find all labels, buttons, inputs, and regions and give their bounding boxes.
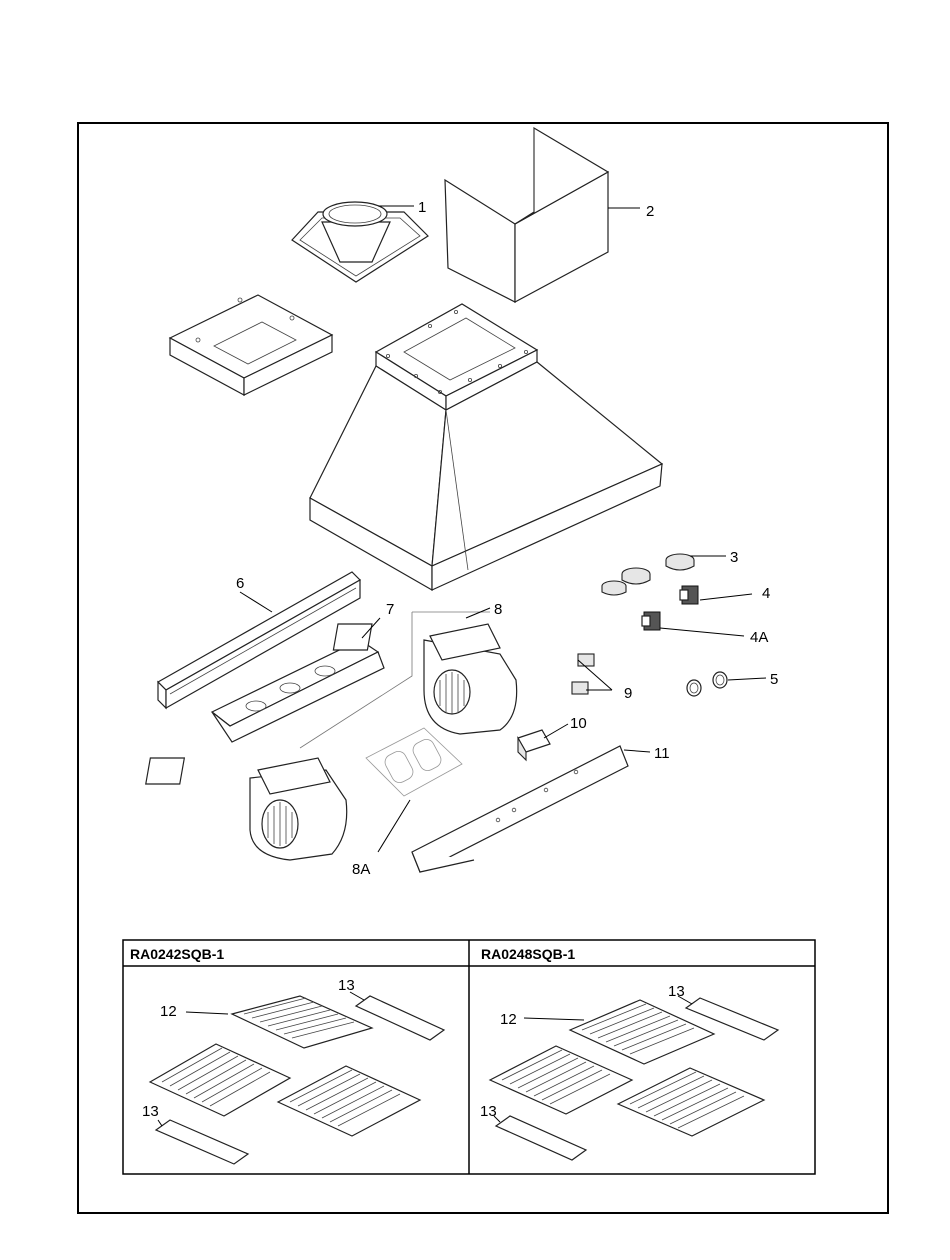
part-hood-body	[310, 304, 662, 590]
callout-10: 10	[570, 715, 587, 732]
left-callout-13-top: 13	[338, 977, 355, 994]
right-model-header: RA0248SQB-1	[481, 946, 575, 962]
right-callout-12: 12	[500, 1011, 517, 1028]
part-mounting-bracket	[170, 295, 332, 395]
callout-4a: 4A	[750, 629, 768, 646]
callout-6: 6	[236, 575, 244, 592]
callout-8a: 8A	[352, 861, 370, 878]
part-blower-gasket	[366, 728, 462, 796]
callout-3: 3	[730, 549, 738, 566]
left-model-header: RA0242SQB-1	[130, 946, 224, 962]
callout-11: 11	[654, 745, 670, 762]
part-duct-collar	[292, 202, 428, 282]
right-callout-13-top: 13	[668, 983, 685, 1000]
callout-5: 5	[770, 671, 778, 688]
part-lamp-sockets	[572, 654, 594, 694]
part-relay-box	[518, 730, 550, 760]
callout-1: 1	[418, 199, 426, 216]
part-switches	[642, 586, 698, 630]
callout-2: 2	[646, 203, 654, 220]
part-control-panel	[412, 746, 628, 872]
part-bushings	[687, 672, 727, 696]
left-callout-12: 12	[160, 1003, 177, 1020]
callout-4: 4	[762, 585, 770, 602]
callout-7: 7	[386, 601, 394, 618]
right-callout-13-bottom: 13	[480, 1103, 497, 1120]
part-blower-lower	[146, 758, 347, 860]
callout-9: 9	[624, 685, 632, 702]
left-callout-13-bottom: 13	[142, 1103, 159, 1120]
part-duct-cover	[445, 128, 608, 302]
part-knobs	[602, 554, 694, 595]
callout-8: 8	[494, 601, 502, 618]
